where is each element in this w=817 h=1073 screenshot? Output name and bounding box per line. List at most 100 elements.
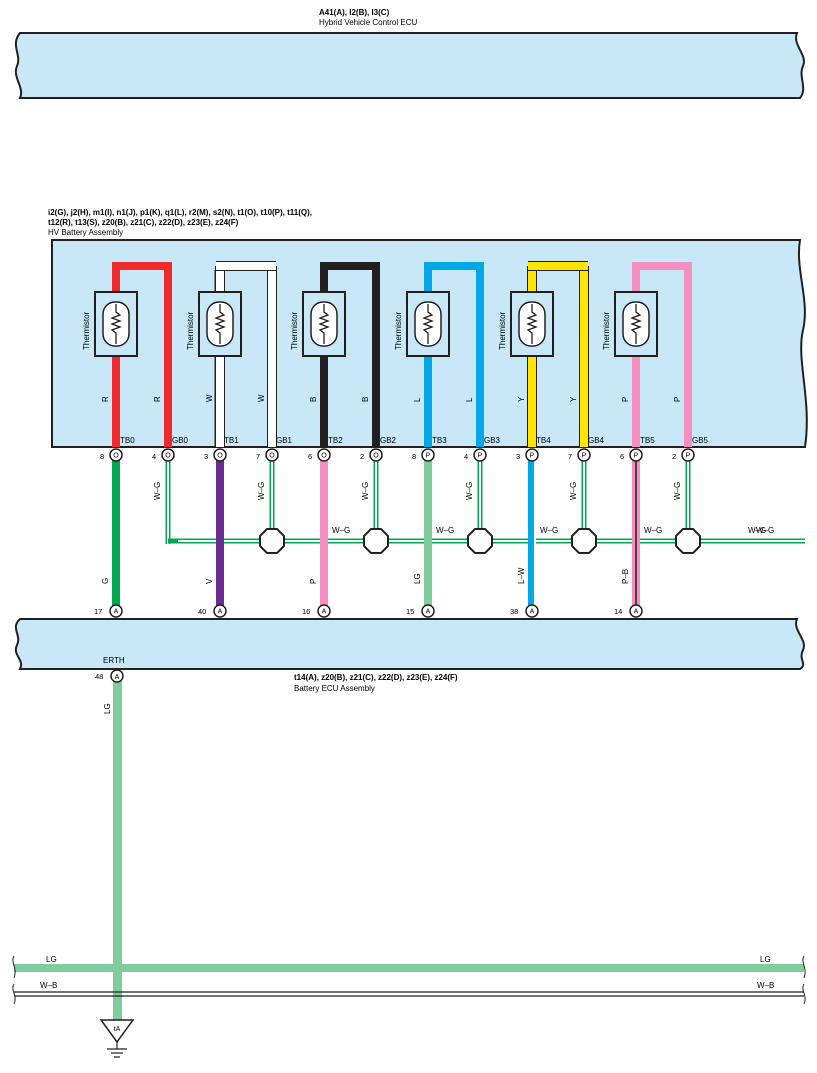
- sensor-0-inner-left-color: R: [101, 396, 110, 402]
- sensor-0-tb-connector-letter: O: [113, 453, 119, 460]
- wg-bus-label-4: W–G: [748, 526, 766, 535]
- sensor-3-tb-connector: [421, 448, 435, 462]
- sensor-5-ecu-connector-letter: A: [634, 609, 639, 616]
- sensor-3-lower-wire-color: LG: [413, 573, 422, 584]
- sensor-1-gb-connector-letter: O: [269, 453, 275, 460]
- sensor-0-gb-connector-letter: O: [165, 453, 171, 460]
- sensor-3-thermistor-label: Thermistor: [394, 311, 403, 350]
- sensor-3-gb-label: GB3: [484, 436, 501, 445]
- wb-bus-left-break: [12, 983, 16, 1005]
- sensor-2-gb-connector: [369, 448, 383, 462]
- sensor-3-inner-left-color: L: [413, 397, 422, 402]
- sensor-3-tb-connector-letter: P: [426, 453, 431, 460]
- sensor-1-splice-icon: [259, 528, 285, 554]
- sensor-4-tb-pin: 3: [516, 452, 520, 461]
- sensor-2-ecu-connector-letter: A: [322, 609, 327, 616]
- sensor-1-lower-wire-color: V: [205, 578, 214, 584]
- sensor-4-gb-wire-color: W–G: [569, 482, 578, 500]
- ground-label: tA: [114, 1026, 121, 1033]
- sensor-0-gb-label: GB0: [172, 436, 189, 445]
- sensor-2-splice-icon: [363, 528, 389, 554]
- sensor-1-thermistor-label: Thermistor: [186, 311, 195, 350]
- sensor-1-thermistor-body: [206, 301, 234, 347]
- sensor-2-inner-left-color: B: [309, 397, 318, 402]
- ecu-box: [14, 32, 805, 99]
- sensor-4-thermistor-body: [518, 301, 546, 347]
- wb-bus-right-break: [802, 983, 806, 1005]
- erth-connector: [110, 669, 124, 683]
- sensor-1-gb-label: GB1: [276, 436, 293, 445]
- ecu-connector-codes: A41(A), I2(B), I3(C): [319, 8, 390, 17]
- sensor-5-tb-pin: 6: [620, 452, 624, 461]
- sensor-0-thermistor-body: [102, 301, 130, 347]
- erth-pin-number: 48: [95, 672, 103, 681]
- sensor-2-tb-connector: [317, 448, 331, 462]
- sensor-5-tb-connector: [629, 448, 643, 462]
- sensor-3-splice-icon: [467, 528, 493, 554]
- hv-battery-name: HV Battery Assembly: [48, 228, 123, 237]
- lg-bus-left-label: LG: [46, 955, 57, 964]
- sensor-4-tb-connector: [525, 448, 539, 462]
- sensor-4-splice-icon: [571, 528, 597, 554]
- sensor-1-tb-label: TB1: [224, 436, 239, 445]
- wb-bus-right-label: W–B: [757, 981, 774, 990]
- sensor-0-inner-right-color: R: [153, 396, 162, 402]
- sensor-0-lower-wire-color: G: [101, 578, 110, 584]
- sensor-3-ecu-connector-letter: A: [426, 609, 431, 616]
- sensor-4-gb-connector: [577, 448, 591, 462]
- sensor-2-gb-wire-color: W–G: [361, 482, 370, 500]
- erth-ground-circuit: ERTH 48 A LG: [95, 656, 125, 1023]
- sensor-2-ecu-pin: 16: [302, 607, 310, 616]
- battery-ecu-box: [14, 618, 805, 670]
- ground-triangle: [99, 1019, 135, 1044]
- wg-bus-end-label: W–G: [756, 526, 774, 535]
- sensor-2-thermistor-body: [310, 301, 338, 347]
- battery-ecu-assembly: t14(A), z20(B), z21(C), z22(D), z23(E), …: [14, 618, 805, 693]
- sensor-1-inner-left-color: W: [205, 394, 214, 402]
- sensor-2-ecu-connector: [317, 604, 331, 618]
- ecu-name: Hybrid Vehicle Control ECU: [319, 18, 417, 27]
- wb-bus-left-label: W–B: [40, 981, 57, 990]
- sensor-1-gb-wire-color: W–G: [257, 482, 266, 500]
- sensor-2-tb-label: TB2: [328, 436, 343, 445]
- sensor-4-gb-pin: 7: [568, 452, 572, 461]
- sensor-2-tb-connector-letter: O: [321, 453, 327, 460]
- sensor-1-tb-pin: 3: [204, 452, 208, 461]
- sensor-4-gb-connector-letter: P: [582, 453, 587, 460]
- wires: ThermistorRRTB0GB0GW–G8O4O17ATB0Thermist…: [82, 261, 805, 632]
- sensor-5-thermistor-label: Thermistor: [602, 311, 611, 350]
- sensor-0-resistor-icon: [110, 304, 122, 344]
- sensor-5-gb-pin: 2: [672, 452, 676, 461]
- sensor-4-lower-wire-color: L–W: [517, 567, 526, 584]
- sensor-5-resistor-icon: [630, 304, 642, 344]
- sensor-0-gb-pin: 4: [152, 452, 156, 461]
- hybrid-vehicle-control-ecu: A41(A), I2(B), I3(C) Hybrid Vehicle Cont…: [14, 8, 805, 99]
- lg-bus-right-label: LG: [760, 955, 771, 964]
- sensor-1-tb-connector-letter: O: [217, 453, 223, 460]
- sensor-0-thermistor-label: Thermistor: [82, 311, 91, 350]
- sensor-0-tb-connector: [109, 448, 123, 462]
- sensor-2-inner-right-color: B: [361, 397, 370, 402]
- sensor-4-ecu-connector: [525, 604, 539, 618]
- sensor-1-gb-connector: [265, 448, 279, 462]
- sensor-1-ecu-pin: 40: [198, 607, 206, 616]
- sensor-3-gb-connector: [473, 448, 487, 462]
- lg-bus-wire: [14, 964, 804, 972]
- battery-ecu-name: Battery ECU Assembly: [294, 684, 375, 693]
- sensor-4-inner-right-color: Y: [569, 396, 578, 402]
- lg-bus-left-break: [12, 955, 16, 979]
- sensor-2-gb-connector-letter: O: [373, 453, 379, 460]
- sensor-3-ecu-pin: 15: [406, 607, 414, 616]
- hv-battery-codes-line2: t12(R), t13(S), z20(B), z21(C), z22(D), …: [48, 218, 239, 227]
- sensor-4-resistor-icon: [526, 304, 538, 344]
- sensor-4-inner-left-color: Y: [517, 396, 526, 402]
- sensor-2-resistor-icon: [318, 304, 330, 344]
- wg-bus-label-2: W–G: [540, 526, 558, 535]
- sensor-0-gb-wire-color: W–G: [153, 482, 162, 500]
- sensor-3-gb-connector-letter: P: [478, 453, 483, 460]
- sensor-3-gb-wire-color: W–G: [465, 482, 474, 500]
- sensor-5-tb-label: TB5: [640, 436, 655, 445]
- wg-bus-label-3: W–G: [644, 526, 662, 535]
- sensor-5-ecu-connector: [629, 604, 643, 618]
